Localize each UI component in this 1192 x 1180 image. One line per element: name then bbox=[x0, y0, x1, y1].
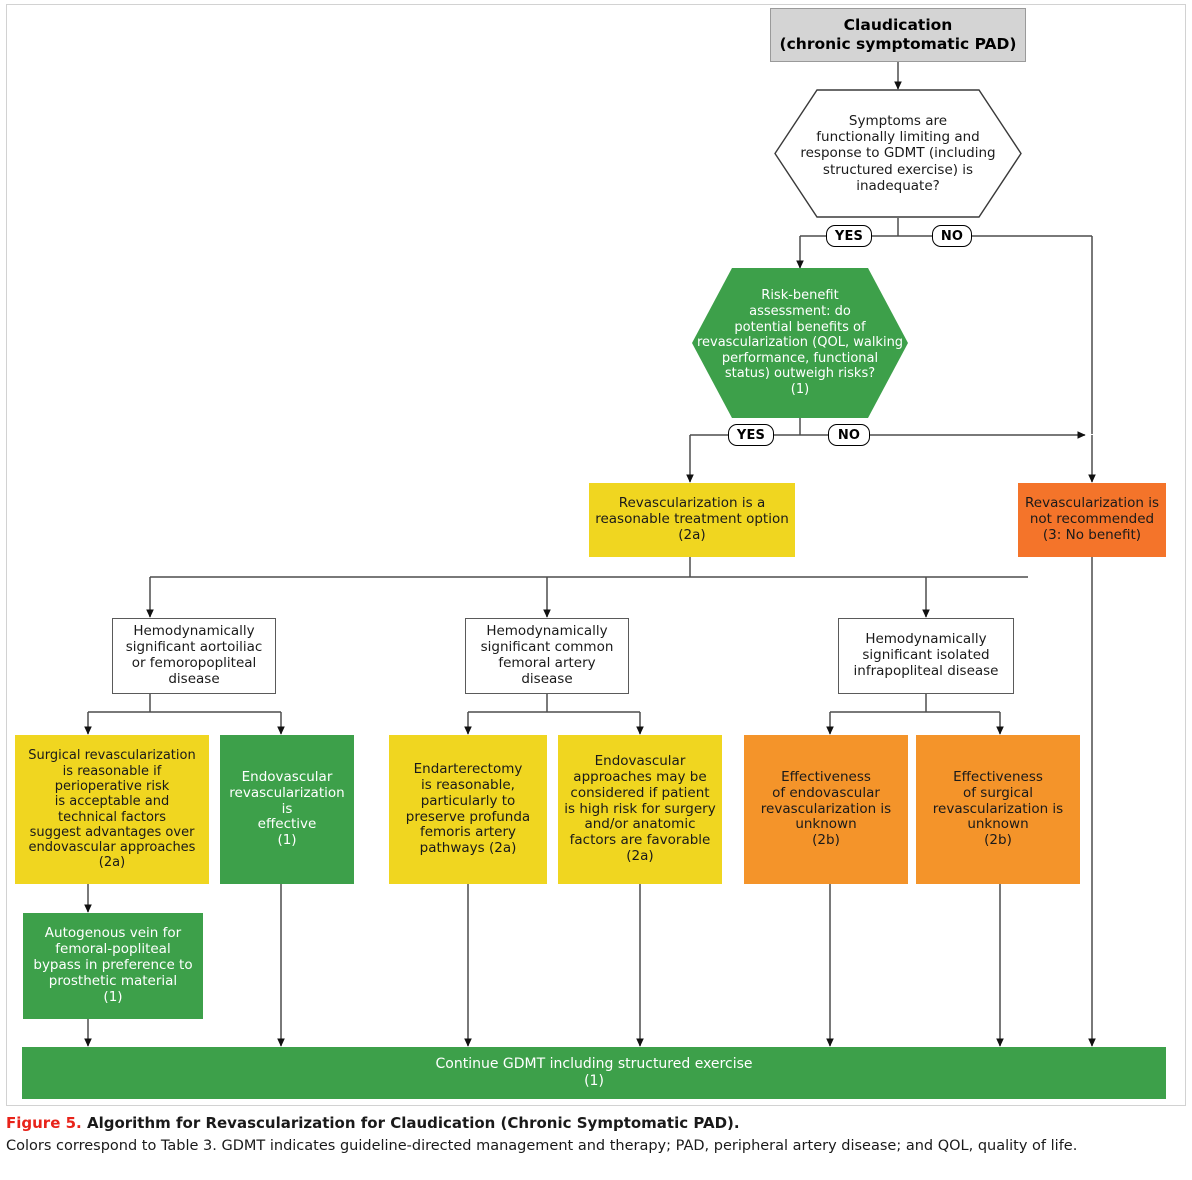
decision-symptoms-limiting-label: Symptoms are functionally limiting and r… bbox=[800, 113, 996, 194]
figure-caption: Figure 5. Algorithm for Revascularizatio… bbox=[6, 1113, 1186, 1157]
figure-caption-title-line: Figure 5. Algorithm for Revascularizatio… bbox=[6, 1113, 1186, 1133]
node-endovascular-considered: Endovascular approaches may be considere… bbox=[558, 735, 722, 884]
node-endovascular-effective: Endovascular revascularization is effect… bbox=[220, 735, 354, 884]
decision-symptoms-limiting: Symptoms are functionally limiting and r… bbox=[774, 89, 1022, 218]
branch-label-d2-yes: YES bbox=[728, 424, 774, 446]
node-autogenous-vein: Autogenous vein for femoral-popliteal by… bbox=[23, 913, 203, 1019]
node-continue-gdmt: Continue GDMT including structured exerc… bbox=[22, 1047, 1166, 1099]
decision-risk-benefit: Risk-benefit assessment: do potential be… bbox=[692, 268, 908, 418]
decision-risk-benefit-label: Risk-benefit assessment: do potential be… bbox=[696, 288, 904, 397]
node-surgical-revascularization: Surgical revascularization is reasonable… bbox=[15, 735, 209, 884]
branch-label-d1-yes: YES bbox=[826, 225, 872, 247]
node-disease-common-femoral: Hemodynamically significant common femor… bbox=[465, 618, 629, 694]
node-surgical-unknown: Effectiveness of surgical revascularizat… bbox=[916, 735, 1080, 884]
node-endarterectomy: Endarterectomy is reasonable, particular… bbox=[389, 735, 547, 884]
node-disease-infrapopliteal: Hemodynamically significant isolated inf… bbox=[838, 618, 1014, 694]
figure-caption-note: Colors correspond to Table 3. GDMT indic… bbox=[6, 1138, 1078, 1155]
node-disease-aortoiliac: Hemodynamically significant aortoiliac o… bbox=[112, 618, 276, 694]
branch-label-d2-no: NO bbox=[828, 424, 870, 446]
node-claudication-title: Claudication (chronic symptomatic PAD) bbox=[770, 8, 1026, 62]
node-endovascular-unknown: Effectiveness of endovascular revascular… bbox=[744, 735, 908, 884]
branch-label-d1-no: NO bbox=[932, 225, 972, 247]
node-revascularization-not-recommended: Revascularization is not recommended (3:… bbox=[1018, 483, 1166, 557]
node-revascularization-reasonable: Revascularization is a reasonable treatm… bbox=[589, 483, 795, 557]
figure-number: Figure 5. bbox=[6, 1114, 82, 1132]
figure-title: Algorithm for Revascularization for Clau… bbox=[86, 1114, 740, 1132]
